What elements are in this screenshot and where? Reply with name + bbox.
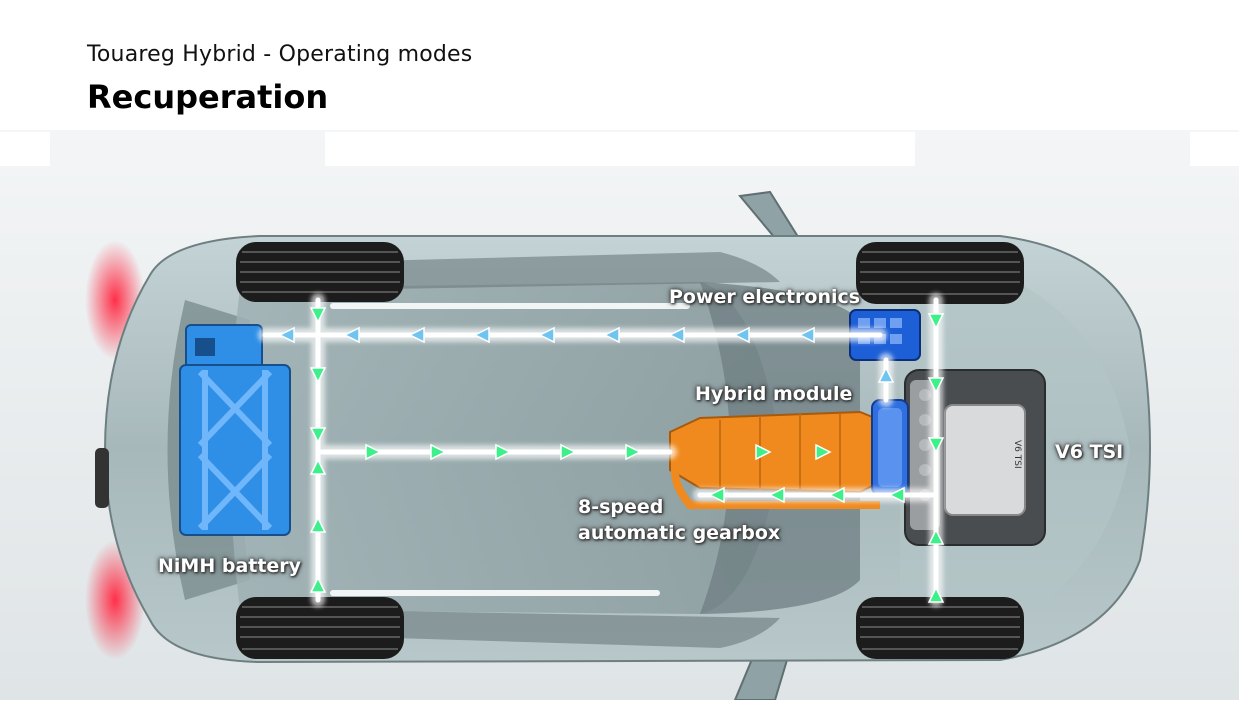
white-strip-left <box>0 132 50 166</box>
side-window-bottom <box>330 610 780 648</box>
v6-engine: V6 TSI <box>904 369 1046 546</box>
roof-rail-bottom <box>330 590 660 596</box>
label-power-electronics: Power electronics <box>669 286 861 308</box>
green-flow-arrows <box>309 307 945 603</box>
nimh-battery <box>179 324 291 536</box>
label-nimh-battery: NiMH battery <box>158 555 302 577</box>
page-subtitle: Touareg Hybrid - Operating modes <box>87 42 473 67</box>
wheel-front-top <box>856 242 1024 304</box>
label-hybrid-module: Hybrid module <box>695 383 853 405</box>
roof-rail-top <box>330 303 690 309</box>
hybrid-module <box>871 399 909 496</box>
label-gearbox-line1: 8-speed <box>578 496 664 518</box>
label-v6-tsi: V6 TSI <box>1055 441 1124 463</box>
white-strip-right <box>1190 132 1239 166</box>
svg-text:V6 TSI: V6 TSI <box>1012 440 1022 469</box>
blue-flow-arrows <box>278 326 895 383</box>
white-strip-center <box>325 132 915 166</box>
tailgate-handle <box>95 448 109 508</box>
side-window-top <box>330 252 780 290</box>
wheel-front-bottom <box>856 597 1024 659</box>
page-title: Recuperation <box>87 78 329 116</box>
car-diagram: V6 TSI <box>0 130 1239 701</box>
wheel-rear-top <box>236 242 404 302</box>
diagram-stage: V6 TSI <box>0 130 1239 701</box>
header: Touareg Hybrid - Operating modes Recuper… <box>0 0 1239 130</box>
wheel-rear-bottom <box>236 597 404 659</box>
label-gearbox-line2: automatic gearbox <box>578 522 781 544</box>
